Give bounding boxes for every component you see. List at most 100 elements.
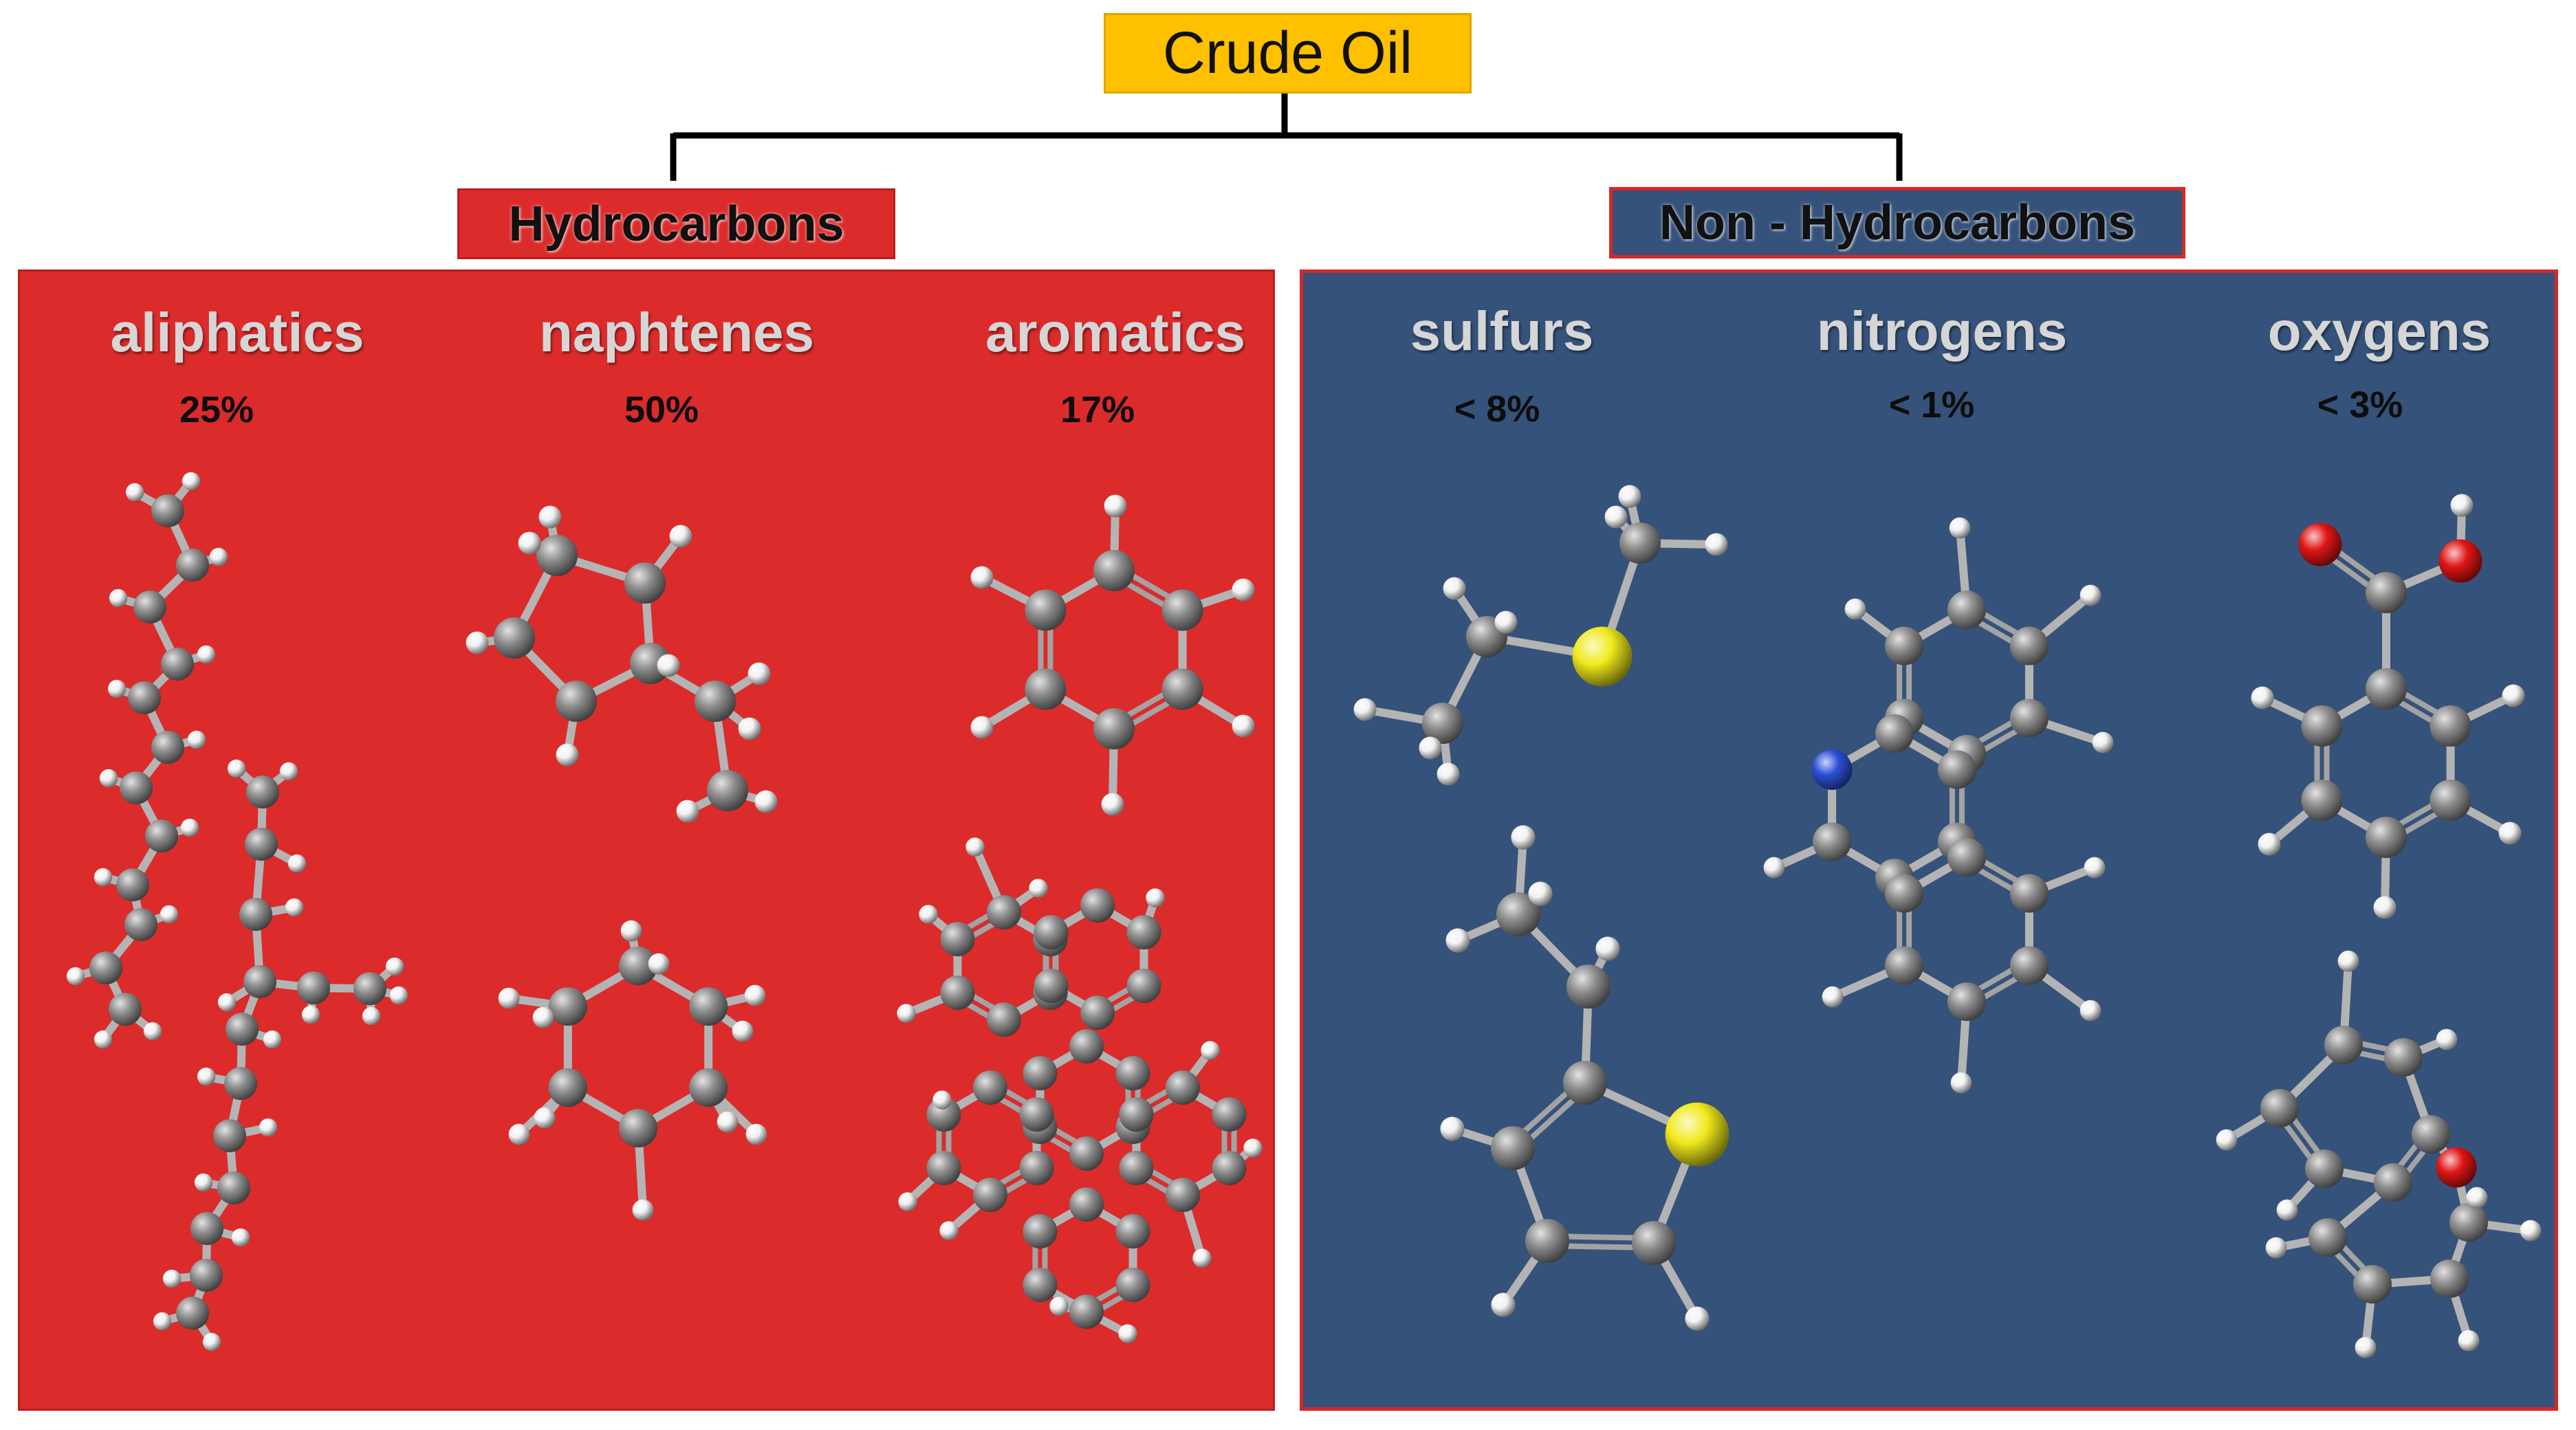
atom (1811, 749, 1853, 790)
atom (970, 716, 994, 739)
category-nitrogens: nitrogens (1816, 300, 2068, 362)
atom (1494, 610, 1518, 634)
group-label-hydrocarbons: Hydrocarbons (508, 196, 844, 252)
atom (2301, 705, 2343, 747)
atom (2498, 822, 2522, 845)
atom (754, 790, 778, 813)
atom (548, 987, 587, 1026)
atom (1445, 928, 1470, 953)
atom (2251, 686, 2274, 710)
atom (1212, 1097, 1247, 1132)
atom (1567, 965, 1611, 1009)
atom (2366, 668, 2407, 710)
atom (2298, 522, 2342, 566)
share-naphtenes: 50% (624, 389, 699, 430)
root-label: Crude Oil (1162, 20, 1413, 86)
atom (973, 1070, 1007, 1105)
atom (1049, 1297, 1069, 1316)
atom (243, 965, 276, 998)
atom (676, 800, 699, 823)
atom (224, 1067, 257, 1100)
atom (2308, 1218, 2347, 1257)
atom (99, 769, 118, 788)
atom (94, 1030, 113, 1049)
atom (182, 472, 201, 491)
atom (2502, 684, 2525, 707)
atom (717, 1111, 739, 1133)
atom (1019, 1097, 1054, 1132)
atom (2080, 1000, 2102, 1022)
atom (1491, 1126, 1535, 1170)
atom (1885, 626, 1924, 666)
atom (2449, 1203, 2488, 1242)
atom (125, 483, 144, 502)
atom (939, 1221, 959, 1240)
share-nitrogens: < 1% (1888, 384, 1975, 426)
atom (1080, 888, 1115, 923)
atom (707, 770, 748, 811)
atom (197, 1067, 216, 1086)
atom (153, 1312, 172, 1331)
atom (187, 730, 206, 749)
group-hydrocarbons: Hydrocarbons (457, 188, 895, 259)
atom (1119, 1097, 1154, 1132)
atom (619, 1109, 657, 1147)
atom (2430, 1260, 2469, 1298)
share-aromatics: 17% (1060, 389, 1135, 430)
atom (1525, 1219, 1569, 1263)
atom (1115, 1268, 1150, 1302)
atom (2216, 1129, 2238, 1151)
atom (2265, 1237, 2287, 1259)
share-oxygens: < 3% (2317, 384, 2403, 426)
atom (973, 1178, 1007, 1212)
atom (1093, 708, 1135, 749)
atom (1069, 1029, 1104, 1064)
atom (940, 922, 975, 956)
atom (1496, 892, 1540, 936)
atom (1146, 888, 1165, 908)
atom (624, 562, 666, 604)
atom (202, 1332, 221, 1352)
atom (2450, 494, 2474, 517)
atom (2009, 626, 2049, 666)
atom (1822, 986, 1844, 1008)
atom (285, 898, 304, 917)
atom (1885, 874, 1924, 913)
atom (1632, 1221, 1676, 1265)
atom (176, 549, 209, 582)
atom (109, 588, 128, 608)
atom (970, 566, 994, 589)
atom (143, 1022, 162, 1041)
atom (1947, 982, 1986, 1021)
atom (66, 967, 85, 986)
atom (217, 1172, 250, 1204)
atom (965, 837, 985, 857)
atom (619, 947, 657, 985)
category-oxygens: oxygens (2267, 300, 2491, 362)
atom (538, 505, 562, 529)
atom (161, 648, 194, 681)
atom (1950, 1072, 1972, 1094)
atom (259, 1118, 278, 1137)
atom (1025, 668, 1067, 710)
atom (1618, 485, 1641, 508)
atom (1161, 589, 1203, 631)
atom (109, 993, 142, 1026)
atom (245, 828, 278, 861)
atom (2458, 1330, 2480, 1352)
atom (2355, 1336, 2377, 1358)
atom (1665, 1102, 1729, 1167)
atom (932, 1090, 952, 1110)
atom (2373, 896, 2397, 919)
atom (556, 743, 579, 767)
atom (695, 681, 736, 722)
atom (2438, 539, 2482, 583)
atom (389, 986, 408, 1005)
category-naphtenes: naphtenes (538, 302, 815, 363)
atom (2374, 1163, 2412, 1202)
